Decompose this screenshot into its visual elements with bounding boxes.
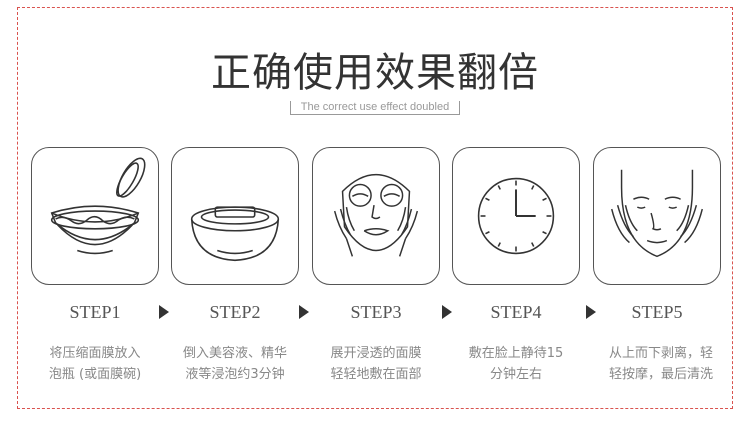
step4-description: 敷在脸上静待15 分钟左右	[468, 346, 564, 382]
arrow-right-icon	[442, 305, 452, 319]
page-subtitle: The correct use effect doubled	[289, 101, 461, 115]
step3-card	[312, 147, 440, 285]
step3-label: STEP3	[350, 302, 402, 322]
step1-label: STEP1	[69, 302, 121, 322]
step2-label: STEP2	[209, 302, 261, 322]
step5-description: 从上而下剥离，轻 轻按摩，最后清洗	[608, 346, 713, 382]
bowl-soaking-icon	[190, 206, 280, 262]
step1-card	[31, 147, 159, 285]
step1-description: 将压缩面膜放入 泡瓶 (或面膜碗)	[48, 346, 142, 382]
step4-label: STEP4	[490, 302, 542, 322]
step3-description: 展开浸透的面膜 轻轻地敷在面部	[330, 346, 422, 382]
step2-card	[171, 147, 299, 285]
arrow-right-icon	[159, 305, 169, 319]
step4-card	[452, 147, 580, 285]
face-massage-icon	[611, 169, 703, 258]
step2-description: 倒入美容液、精华 液等浸泡约3分钟	[182, 346, 287, 382]
clock-icon	[477, 177, 555, 255]
bowl-with-lid-icon	[50, 157, 146, 255]
dashed-frame	[17, 7, 733, 409]
arrow-right-icon	[586, 305, 596, 319]
arrow-right-icon	[299, 305, 309, 319]
face-mask-icon	[333, 173, 419, 257]
step5-card	[593, 147, 721, 285]
page-title: 正确使用效果翻倍	[211, 50, 539, 96]
step5-label: STEP5	[631, 302, 683, 322]
